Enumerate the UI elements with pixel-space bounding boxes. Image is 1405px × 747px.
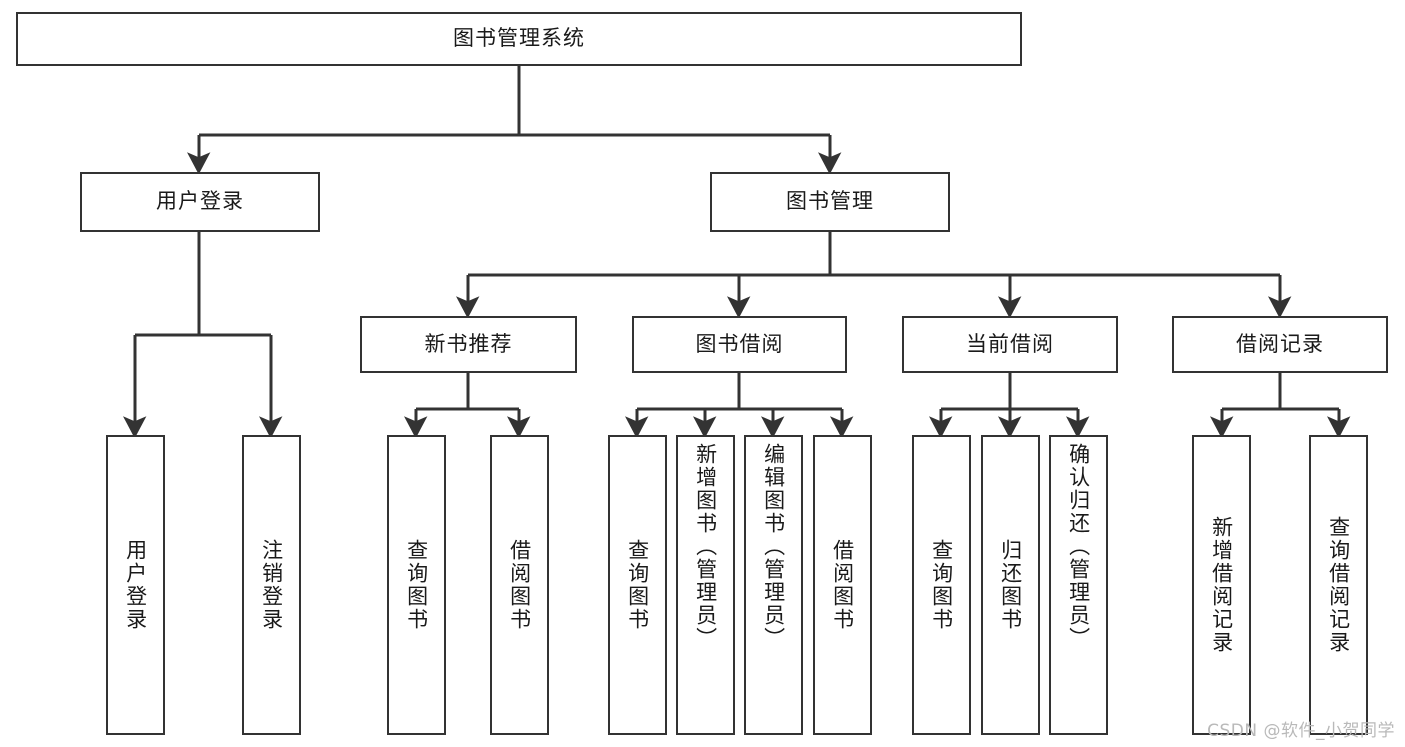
leaf-confirm-return-admin[interactable]: 确认归还（管理员） [1049, 435, 1108, 735]
leaf-label: 用户登录 [123, 539, 148, 631]
node-book-borrow[interactable]: 图书借阅 [632, 316, 847, 373]
node-new-book-recommend[interactable]: 新书推荐 [360, 316, 577, 373]
leaf-add-borrow-record[interactable]: 新增借阅记录 [1192, 435, 1251, 735]
node-label: 图书管理系统 [453, 26, 585, 51]
node-root-book-management-system[interactable]: 图书管理系统 [16, 12, 1022, 66]
leaf-edit-book-admin[interactable]: 编辑图书（管理员） [744, 435, 803, 735]
leaf-label: 新增图书（管理员） [693, 443, 718, 650]
node-current-borrow[interactable]: 当前借阅 [902, 316, 1118, 373]
leaf-borrow-book-recommend[interactable]: 借阅图书 [490, 435, 549, 735]
leaf-label: 编辑图书（管理员） [761, 443, 786, 650]
leaf-borrow-book[interactable]: 借阅图书 [813, 435, 872, 735]
leaf-user-logout[interactable]: 注销登录 [242, 435, 301, 735]
node-label: 新书推荐 [424, 331, 513, 356]
leaf-query-book-borrow[interactable]: 查询图书 [608, 435, 667, 735]
leaf-query-book-current[interactable]: 查询图书 [912, 435, 971, 735]
leaf-return-book[interactable]: 归还图书 [981, 435, 1040, 735]
node-label: 借阅记录 [1236, 331, 1324, 356]
leaf-query-borrow-record[interactable]: 查询借阅记录 [1309, 435, 1368, 735]
leaf-label: 查询图书 [404, 539, 429, 631]
node-label: 图书借阅 [695, 331, 784, 356]
node-label: 图书管理 [786, 189, 874, 214]
leaf-label: 归还图书 [998, 539, 1023, 631]
leaf-label: 借阅图书 [830, 539, 855, 631]
leaf-label: 查询图书 [929, 539, 954, 631]
leaf-user-login[interactable]: 用户登录 [106, 435, 165, 735]
leaf-label: 注销登录 [259, 539, 284, 631]
node-borrow-record[interactable]: 借阅记录 [1172, 316, 1388, 373]
node-label: 用户登录 [156, 189, 244, 214]
node-label: 当前借阅 [966, 331, 1054, 356]
csdn-watermark: CSDN @软件_小贺同学 [1207, 721, 1395, 741]
leaf-label: 借阅图书 [507, 539, 532, 631]
leaf-label: 查询图书 [625, 539, 650, 631]
node-book-management[interactable]: 图书管理 [710, 172, 950, 232]
leaf-label: 新增借阅记录 [1209, 516, 1234, 654]
leaf-add-book-admin[interactable]: 新增图书（管理员） [676, 435, 735, 735]
node-user-login[interactable]: 用户登录 [80, 172, 320, 232]
leaf-label: 查询借阅记录 [1326, 516, 1351, 654]
leaf-label: 确认归还（管理员） [1066, 443, 1091, 650]
leaf-query-book-recommend[interactable]: 查询图书 [387, 435, 446, 735]
